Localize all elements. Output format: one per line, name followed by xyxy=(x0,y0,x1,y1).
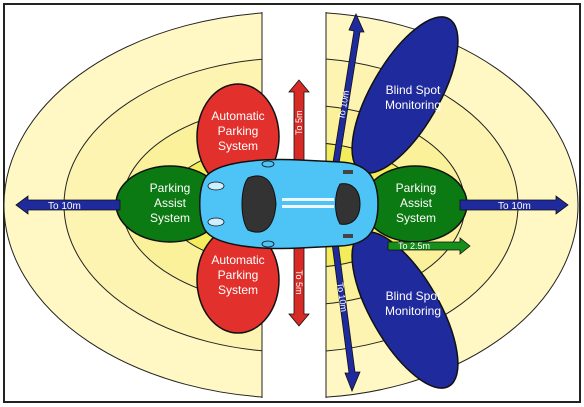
auto-parking-top-line3: System xyxy=(218,139,258,153)
front-arrow-label: To 5m xyxy=(294,110,304,135)
diagonal-bottom-arrow-label: To 10m xyxy=(335,282,349,313)
rear-arrow-label: To 5m xyxy=(294,270,304,295)
car-top-view xyxy=(199,158,379,250)
blind-spot-bottom-line2: Monitoring xyxy=(385,304,441,318)
parking-assist-right-line2: Assist xyxy=(400,196,433,210)
auto-parking-bottom-line1: Automatic xyxy=(211,253,264,267)
auto-parking-bottom-line2: Parking xyxy=(218,268,259,282)
blind-spot-top-line1: Blind Spot xyxy=(386,83,441,97)
left-range-arrow xyxy=(15,195,121,215)
parking-assist-right-line1: Parking xyxy=(396,181,437,195)
green-arrow-label: To 2.5m xyxy=(398,241,430,251)
short-range-arrow xyxy=(387,237,471,255)
auto-parking-bottom-line3: System xyxy=(218,283,258,297)
left-arrow-label: To 10m xyxy=(48,201,81,212)
parking-assist-left-line1: Parking xyxy=(150,181,191,195)
blind-spot-top-line2: Monitoring xyxy=(385,98,441,112)
blind-spot-bottom-line1: Blind Spot xyxy=(386,289,441,303)
right-arrow-label: To 10m xyxy=(498,201,531,212)
parking-assist-left-line2: Assist xyxy=(154,196,187,210)
auto-parking-top-line2: Parking xyxy=(218,124,259,138)
auto-parking-top-line1: Automatic xyxy=(211,109,264,123)
parking-assist-right-line3: System xyxy=(396,211,436,225)
parking-assist-left-line3: System xyxy=(150,211,190,225)
right-range-arrow xyxy=(459,195,569,215)
